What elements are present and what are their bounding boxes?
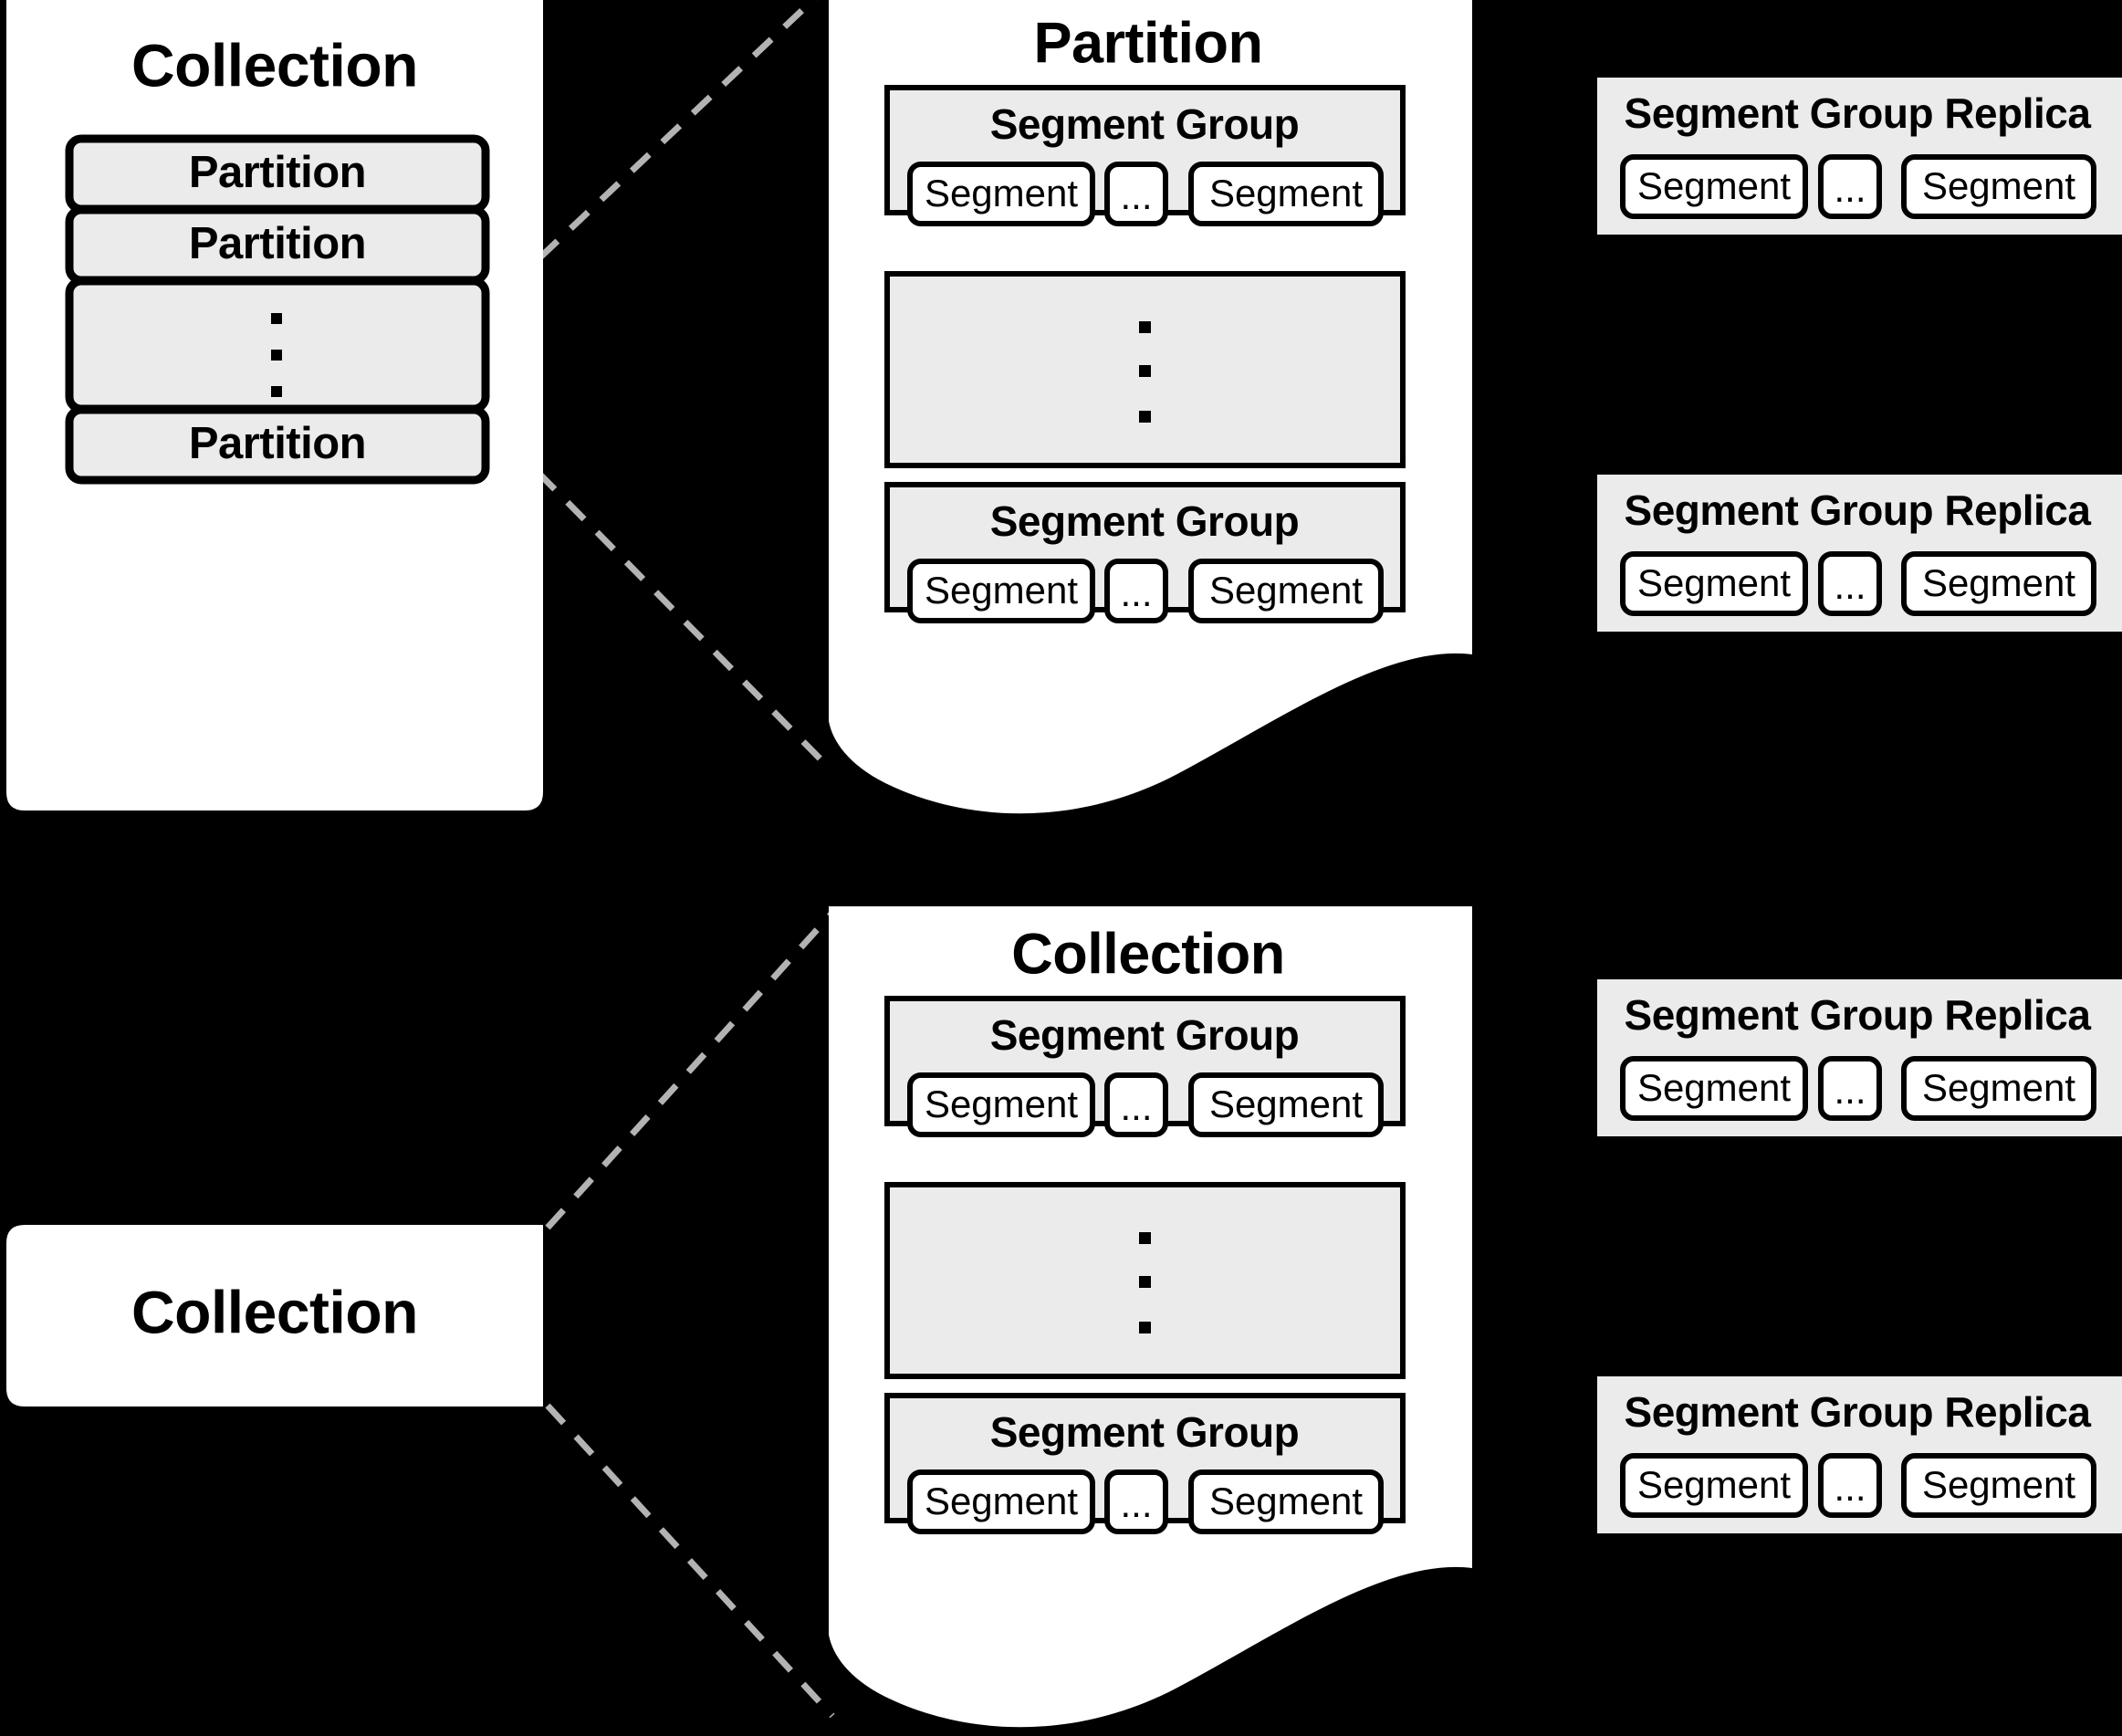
vertical-dots-icon <box>1139 411 1151 423</box>
partition-detail-panel-title: Partition <box>1033 12 1262 76</box>
segment-chip[interactable] <box>1901 154 2096 219</box>
segment-ellipsis-chip <box>1818 1056 1882 1121</box>
segment-ellipsis-chip <box>1104 1469 1168 1534</box>
left-partition-row-4-box <box>65 405 490 485</box>
left-partition-ellipsis-row <box>65 277 490 413</box>
collection-segment-group-2[interactable]: Segment Group Segment ... Segment <box>884 1393 1406 1534</box>
segment-group-replica-3[interactable]: Segment Group Replica Segment ... Segmen… <box>1597 979 2122 1136</box>
vertical-dots-icon <box>271 386 282 397</box>
segment-group-replica-2[interactable]: Segment Group Replica Segment ... Segmen… <box>1597 475 2122 632</box>
segment-chip[interactable] <box>907 1469 1095 1534</box>
left-collection-title: Collection <box>131 31 418 99</box>
collection-segment-group-1[interactable]: Segment Group Segment ... Segment <box>884 996 1406 1137</box>
segment-ellipsis-chip <box>1818 551 1882 616</box>
vertical-dots-icon <box>1139 321 1151 333</box>
partition-segment-group-1-segments: Segment ... Segment <box>907 162 1384 226</box>
segment-group-replica-4[interactable]: Segment Group Replica Segment ... Segmen… <box>1597 1376 2122 1533</box>
segment-ellipsis-chip <box>1104 162 1168 226</box>
partition-segment-group-ellipsis <box>884 271 1406 468</box>
segment-chip-label: Segment <box>1922 164 2075 207</box>
segment-chip-label: Segment <box>925 172 1078 214</box>
segment-chip[interactable] <box>907 1072 1095 1137</box>
bottom-collection-card-body <box>6 1225 543 1407</box>
segment-chip-label: Segment <box>1209 1082 1363 1125</box>
segment-chip-label: Segment <box>1922 561 2075 604</box>
segment-chip-label: Segment <box>925 1480 1078 1522</box>
segment-chip[interactable] <box>1188 559 1384 623</box>
segment-chip-label: Segment <box>1209 569 1363 612</box>
segment-ellipsis-label: ... <box>1120 571 1152 614</box>
collection-segment-group-1-segments: Segment ... Segment <box>907 1072 1384 1137</box>
segment-chip[interactable] <box>1901 1056 2096 1121</box>
segment-chip-label: Segment <box>1209 172 1363 214</box>
segment-chip[interactable] <box>1188 162 1384 226</box>
segment-chip[interactable] <box>1901 1453 2096 1518</box>
segment-ellipsis-chip <box>1818 154 1882 219</box>
partition-segment-group-2-title: Segment Group <box>990 497 1300 545</box>
vertical-dots-icon <box>1139 1232 1151 1244</box>
segment-chip-label: Segment <box>1637 164 1791 207</box>
segment-chip-label: Segment <box>1922 1463 2075 1506</box>
segment-chip-label: Segment <box>925 1082 1078 1125</box>
partition-segment-group-2[interactable]: Segment Group Segment ... Segment <box>884 482 1406 623</box>
segment-ellipsis-chip <box>1818 1453 1882 1518</box>
vertical-dots-icon <box>1139 1322 1151 1333</box>
left-partition-row-4-label: Partition <box>189 419 366 468</box>
segment-chip[interactable] <box>907 162 1095 226</box>
partition-segment-group-1[interactable]: Segment Group Segment ... Segment <box>884 85 1406 226</box>
segment-chip-label: Segment <box>1637 1066 1791 1109</box>
segment-group-replica-1[interactable]: Segment Group Replica Segment ... Segmen… <box>1597 78 2122 235</box>
partition-segment-group-2-segments: Segment ... Segment <box>907 559 1384 623</box>
bottom-collection-card[interactable]: Collection <box>6 1225 543 1407</box>
bottom-collection-card-title: Collection <box>131 1278 418 1345</box>
collection-segment-group-2-title: Segment Group <box>990 1408 1300 1456</box>
segment-chip-label: Segment <box>925 569 1078 612</box>
segment-ellipsis-label: ... <box>1834 1069 1866 1112</box>
segment-ellipsis-label: ... <box>1834 167 1866 210</box>
left-partition-row-1[interactable]: Partition <box>65 134 490 214</box>
segment-ellipsis-chip <box>1104 1072 1168 1137</box>
segment-group-replica-3-title: Segment Group Replica <box>1625 991 2092 1039</box>
segment-group-replica-2-title: Segment Group Replica <box>1625 486 2092 534</box>
segment-chip[interactable] <box>1188 1469 1384 1534</box>
segment-chip-label: Segment <box>1637 1463 1791 1506</box>
segment-ellipsis-label: ... <box>1120 1085 1152 1128</box>
partition-detail-panel[interactable]: Partition Segment Group Segment ... Segm… <box>829 0 1472 814</box>
segment-chip[interactable] <box>1620 551 1808 616</box>
segment-chip[interactable] <box>907 559 1095 623</box>
vertical-dots-icon <box>1139 1276 1151 1288</box>
segment-chip[interactable] <box>1620 1056 1808 1121</box>
segment-chip-label: Segment <box>1922 1066 2075 1109</box>
segment-group-replica-1-title: Segment Group Replica <box>1625 89 2092 137</box>
segment-chip-label: Segment <box>1637 561 1791 604</box>
left-partition-row-1-label: Partition <box>189 148 366 197</box>
segment-ellipsis-label: ... <box>1120 1482 1152 1525</box>
segment-group-replica-4-title: Segment Group Replica <box>1625 1388 2092 1436</box>
segment-chip[interactable] <box>1188 1072 1384 1137</box>
leader-lines-group <box>476 0 835 1719</box>
collection-detail-panel-title: Collection <box>1011 923 1285 987</box>
collection-detail-panel[interactable]: Collection Segment Group Segment ... Seg… <box>829 906 1472 1728</box>
segment-ellipsis-label: ... <box>1834 564 1866 607</box>
left-collection-card[interactable]: Collection Partition Partition Partition <box>6 0 543 810</box>
vertical-dots-icon <box>1139 365 1151 377</box>
leader-line-collection-top <box>545 910 835 1230</box>
collection-segment-group-2-segments: Segment ... Segment <box>907 1469 1384 1534</box>
collection-segment-group-ellipsis <box>884 1182 1406 1379</box>
segment-chip[interactable] <box>1901 551 2096 616</box>
segment-ellipsis-label: ... <box>1120 174 1152 217</box>
segment-chip[interactable] <box>1620 154 1808 219</box>
segment-ellipsis-chip <box>1104 559 1168 623</box>
segment-ellipsis-label: ... <box>1834 1466 1866 1509</box>
collection-segment-group-1-title: Segment Group <box>990 1011 1300 1059</box>
partition-segment-group-1-title: Segment Group <box>990 100 1300 148</box>
vertical-dots-icon <box>271 350 282 361</box>
leader-line-collection-bottom <box>545 1403 835 1719</box>
left-partition-row-4[interactable]: Partition <box>65 405 490 485</box>
left-partition-row-2[interactable]: Partition <box>65 205 490 285</box>
vertical-dots-icon <box>271 313 282 324</box>
left-partition-row-2-label: Partition <box>189 219 366 268</box>
segment-chip-label: Segment <box>1209 1480 1363 1522</box>
segment-chip[interactable] <box>1620 1453 1808 1518</box>
